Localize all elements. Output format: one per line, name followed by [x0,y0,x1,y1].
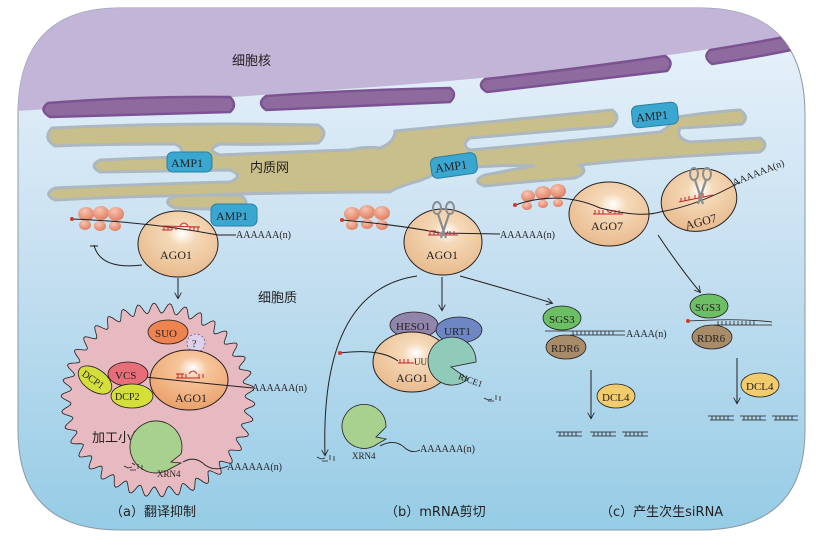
processing-body: 加工小体 SUO ? AGO1 AAAAAA(n) VCS DCP1 DCP2 … [60,302,307,498]
ago1-label: AGO1 [396,371,428,385]
panel-c-ago7-complex: AGO7 AGO7 AAAAAA(n) [513,158,786,292]
ago1-protein [137,210,219,278]
nucleus-label: 细胞核 [232,54,271,69]
panel-b-caption: （b）mRNA剪切 [385,504,486,520]
panel-b-xrn4-degradation: XRN4 AAAAAA(n) [316,404,475,462]
dcl4-protein: DCL4 [740,372,780,398]
ago1-label: AGO1 [160,248,192,262]
panel-a-caption: （a）翻译抑制 [110,505,196,520]
scissors-icon [689,167,712,205]
xrn4-label: XRN4 [352,451,376,461]
xrn4-exonuclease: XRN4 AAAAAA(n) [123,420,282,479]
scissors-icon [432,201,455,239]
degraded-fragments [316,455,335,462]
amp1-protein: AMP1 [210,203,258,227]
dcl4-protein: DCL4 [596,383,636,409]
panel-a-ribosome-complex: AGO1 AAAAAA(n) [70,206,291,298]
arrow [657,234,700,292]
suo-protein: SUO [147,319,189,345]
svg-text:AMP1: AMP1 [434,157,468,175]
panel-c-caption: （c）产生次生siRNA [600,504,723,520]
mrna-strand [341,219,501,235]
amp1-protein: AMP1 [166,151,213,173]
ribosome [78,206,124,231]
svg-text:SGS3: SGS3 [695,302,721,314]
panel-b-slicing-complex: AGO1 AAAAAA(n) [325,201,555,455]
ago1-label: AGO1 [426,248,458,262]
nuclear-envelope [42,32,805,119]
er-label: 内质网 [250,160,289,176]
mirna-duplex [161,222,201,231]
ribosome [521,184,566,210]
svg-text:DCP2: DCP2 [115,392,139,403]
svg-text:RDR6: RDR6 [551,343,580,355]
unknown-factor: ? [186,333,206,353]
mrna-strand [379,442,421,453]
mrna-cap [70,217,74,221]
dsrna [687,319,773,326]
svg-text:AMP1: AMP1 [216,209,248,223]
polya-tail: AAAA(n) [626,329,667,340]
amp1-protein: AMP1 [429,152,478,179]
inhibition-arrow [90,244,143,267]
svg-text:AMP1: AMP1 [171,156,203,170]
p-body-outline [60,302,256,498]
polya-tail: AAAAAA(n) [500,230,555,241]
sgs3-protein: SGS3 [542,305,582,331]
polya-tail: AAAAAA(n) [236,230,291,241]
arrow [325,275,418,455]
ribosome [344,205,390,230]
polya-tail: AAAAAA(n) [227,462,282,473]
svg-text:DCL4: DCL4 [602,392,630,404]
svg-text:HESO1: HESO1 [396,321,430,333]
dsrna [545,330,625,336]
degraded-fragments [123,462,143,471]
mirna-duplex [398,359,414,364]
svg-text:RDR6: RDR6 [697,333,726,345]
panel-c-secondary-sirna-left: SGS3 AAAA(n) RDR6 DCL4 [542,305,667,437]
arrow [459,275,552,303]
svg-text:SGS3: SGS3 [549,314,575,326]
svg-text:SUO: SUO [155,328,177,340]
rdr6-protein: RDR6 [691,324,733,350]
secondary-sirna [556,431,648,437]
mrna-cap [513,203,517,207]
mrna-cap [338,351,342,355]
small-rna-strand [339,351,399,362]
dcp1-protein: DCP1 [77,365,113,395]
mrna-cap [686,319,690,323]
amp1-protein: AMP1 [630,101,679,129]
secondary-sirna [708,415,798,421]
mrna-strand [144,376,254,389]
vcs-protein: VCS [107,361,149,387]
mirna-duplex [176,370,204,379]
mirna-duplex [678,193,714,203]
sgs3-protein: SGS3 [689,293,729,319]
panel-c-secondary-sirna-right: SGS3 RDR6 DCL4 [686,293,798,421]
svg-text:XRN4: XRN4 [157,469,181,479]
mrna-strand [71,218,236,236]
svg-text:URT1: URT1 [444,326,471,338]
polya-tail: AAAAAA(n) [420,444,475,455]
mrna-cap [340,218,344,222]
ago1-label: AGO1 [175,391,207,405]
urt1-protein: URT1 [435,316,483,344]
ago7-label: AGO7 [591,219,623,233]
ago1-protein [403,208,483,276]
svg-text:?: ? [192,339,197,350]
svg-text:DCL4: DCL4 [746,381,774,393]
cytoplasm-label: 细胞质 [258,291,297,306]
degraded-fragments [483,395,501,402]
svg-text:AMP1: AMP1 [635,108,668,125]
rdr6-protein: RDR6 [545,334,587,360]
endoplasmic-reticulum [46,108,767,211]
polya-tail: AAAAAA(n) [252,383,307,394]
dcp2-protein: DCP2 [110,383,154,409]
mirna-duplex [593,209,623,215]
svg-text:VCS: VCS [115,370,136,382]
nucleus [18,8,805,112]
heso1-protein: HESO1 [389,311,439,339]
ago1-protein [149,349,229,411]
